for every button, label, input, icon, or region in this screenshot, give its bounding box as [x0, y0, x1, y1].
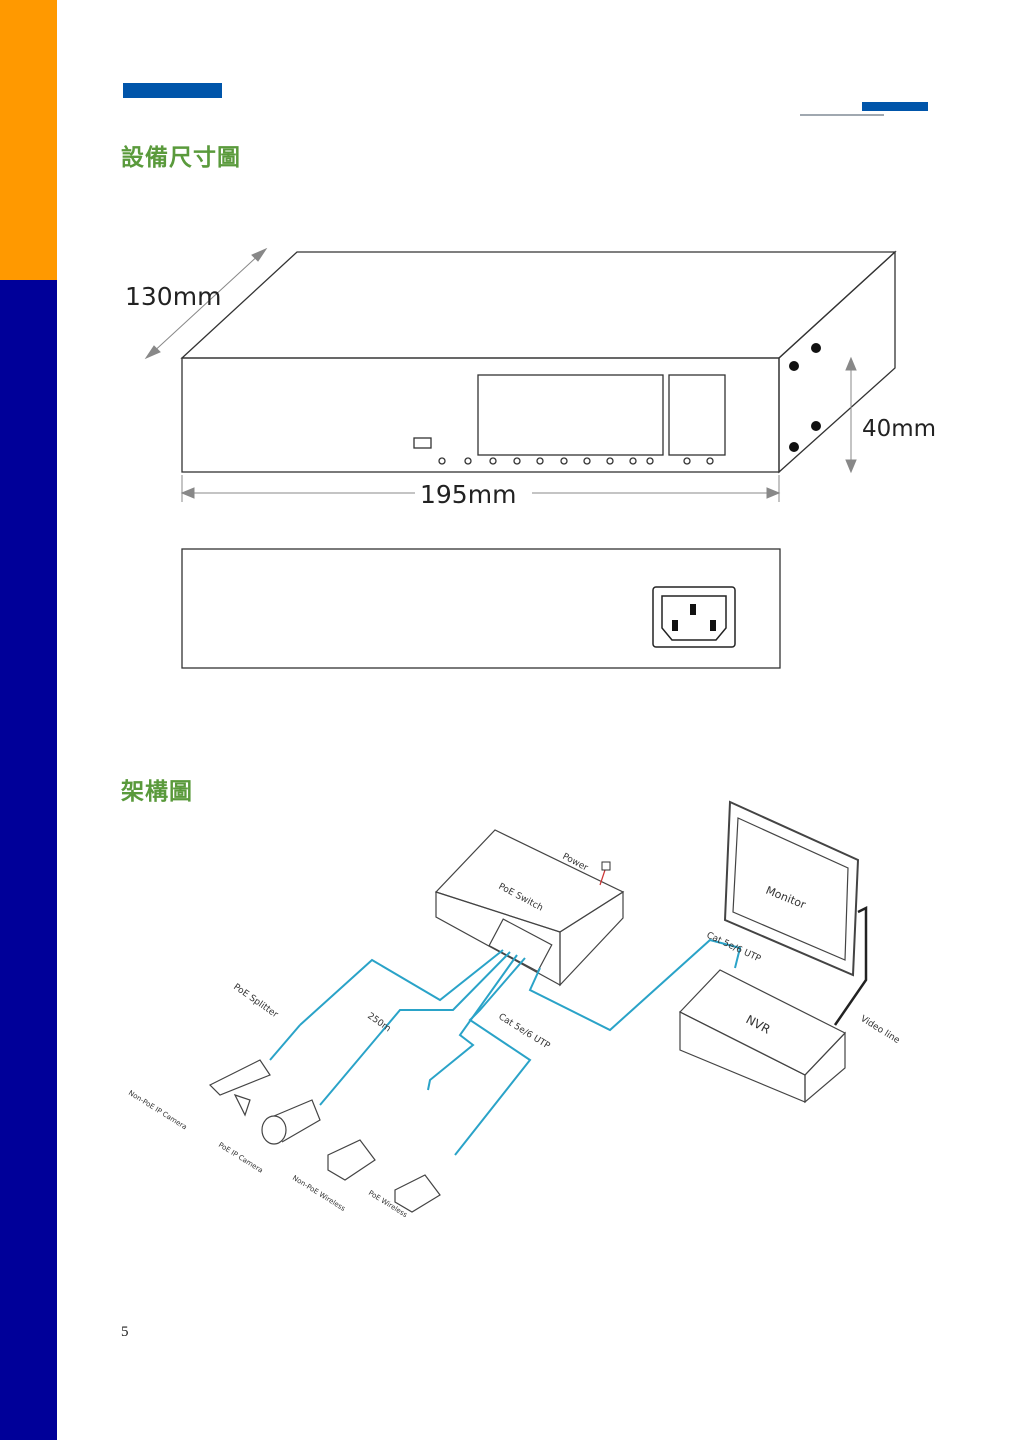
- front-leds: [438, 457, 714, 465]
- nvr-label: NVR: [744, 1012, 773, 1036]
- header-bar-right: [862, 102, 928, 111]
- power-inlet-icon: [652, 586, 736, 648]
- dimension-drawing: 130mm 40mm 195mm: [125, 247, 936, 669]
- non-poe-ip-camera: [208, 1059, 271, 1117]
- header-rule: [800, 114, 884, 116]
- arrow-icon: [251, 247, 268, 262]
- network-architecture-diagram: Power PoE Switch Monitor NVR Video line …: [127, 800, 902, 1219]
- side-screw-holes: [789, 343, 821, 452]
- sidebar-navy-band: [0, 280, 57, 1440]
- architecture-heading: 架構圖: [121, 779, 193, 805]
- non-poe-wireless: [327, 1139, 376, 1181]
- cat5-cables: [269, 938, 742, 1156]
- poe-wireless: [394, 1174, 441, 1213]
- splitter-label: PoE Splitter: [231, 982, 279, 1020]
- arrow-icon: [180, 487, 195, 499]
- front-sfp-block: [668, 374, 726, 456]
- nvr: [679, 969, 846, 1104]
- front-usb-port: [413, 437, 432, 449]
- device-label: PoE IP Camera: [217, 1141, 264, 1175]
- power-cable: [599, 869, 606, 886]
- header-bar-left: [123, 83, 222, 98]
- video-line-label: Video line: [858, 1014, 901, 1046]
- power-label: Power: [561, 852, 590, 874]
- arrow-icon: [845, 459, 857, 474]
- switch-label: PoE Switch: [497, 882, 545, 914]
- monitor: [723, 800, 868, 1026]
- device-cable-label: Cat 5e/6 UTP: [496, 1012, 551, 1052]
- arrow-icon: [144, 345, 161, 360]
- power-plug-icon: [601, 861, 611, 871]
- nvr-cable-label: Cat 5e/6 UTP: [705, 931, 763, 965]
- poe-switch: [434, 829, 625, 987]
- arrow-icon: [845, 356, 857, 371]
- poe-ip-camera: [261, 1099, 321, 1145]
- monitor-label: Monitor: [764, 884, 808, 912]
- device-label: Non-PoE Wireless: [291, 1174, 347, 1213]
- device-label: Non-PoE IP Camera: [127, 1089, 188, 1131]
- depth-dimension-line: [149, 251, 263, 356]
- width-label: 195mm: [420, 480, 516, 509]
- depth-label: 130mm: [125, 282, 221, 311]
- device-label: PoE Wireless: [367, 1189, 409, 1219]
- device-front-face: [181, 357, 780, 473]
- device-rear-panel: [181, 548, 781, 669]
- arrow-icon: [766, 487, 781, 499]
- height-label: 40mm: [862, 416, 936, 442]
- dimensions-heading: 設備尺寸圖: [121, 145, 241, 171]
- page-number: 5: [121, 1324, 129, 1340]
- front-port-block: [477, 374, 664, 456]
- sidebar-orange-band: [0, 0, 57, 280]
- distance-label: 250m: [365, 1011, 392, 1034]
